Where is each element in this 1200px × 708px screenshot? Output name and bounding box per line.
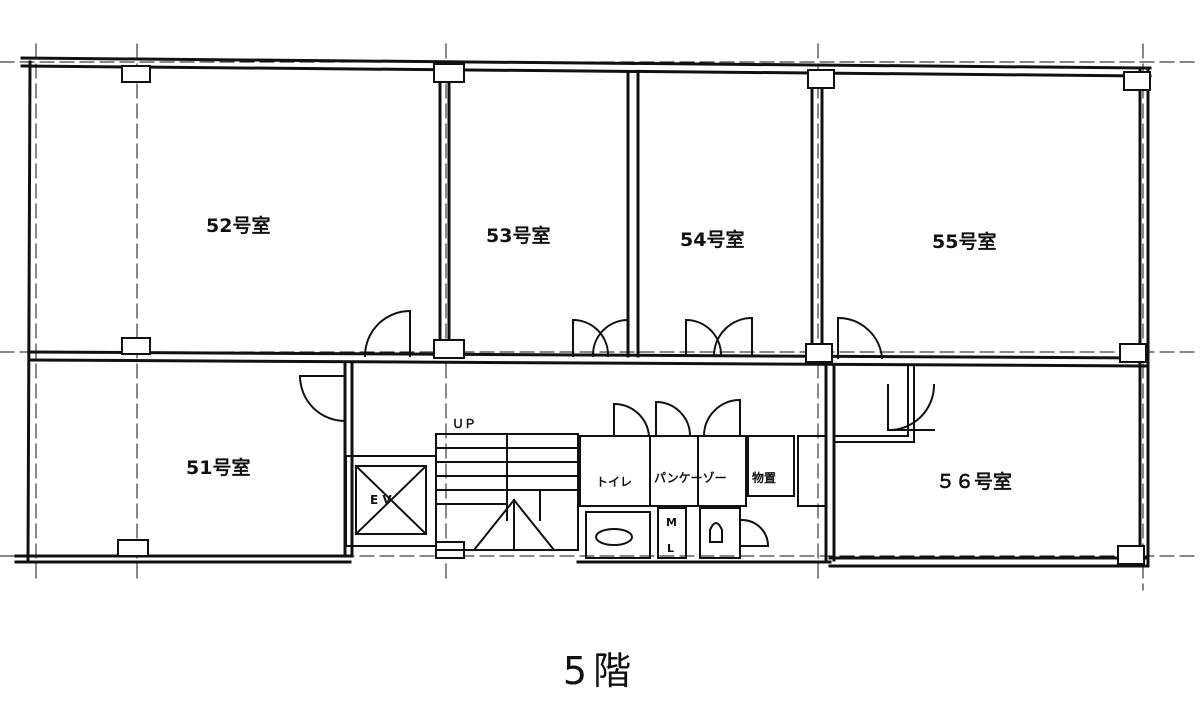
- room-53-label: 53号室: [486, 224, 550, 247]
- staircase: [435, 433, 579, 552]
- elevator-label: E V: [370, 493, 392, 507]
- room-55-label: 55号室: [932, 230, 996, 253]
- mens-toilet-label: M: [666, 516, 677, 529]
- grid-lines: [0, 43, 1200, 591]
- columns: [117, 63, 1151, 565]
- room-54-label: 54号室: [680, 228, 744, 251]
- storage-label: 物置: [752, 470, 776, 485]
- wet-core: [579, 398, 827, 559]
- room56-inner-walls: [833, 365, 915, 443]
- doors: [298, 309, 936, 432]
- pantry-label: パンケーゾー: [654, 470, 727, 485]
- floor-caption: 5階: [562, 649, 638, 693]
- room-52-label: 52号室: [206, 214, 270, 237]
- toilet-label: トイレ: [596, 475, 632, 489]
- room-56-label: ５６号室: [936, 470, 1012, 493]
- exterior-walls: [14, 56, 1152, 568]
- room-51-label: 51号室: [186, 456, 250, 479]
- ladies-toilet-label: L: [667, 542, 674, 555]
- stairs-up-label: ＵＰ: [452, 417, 476, 431]
